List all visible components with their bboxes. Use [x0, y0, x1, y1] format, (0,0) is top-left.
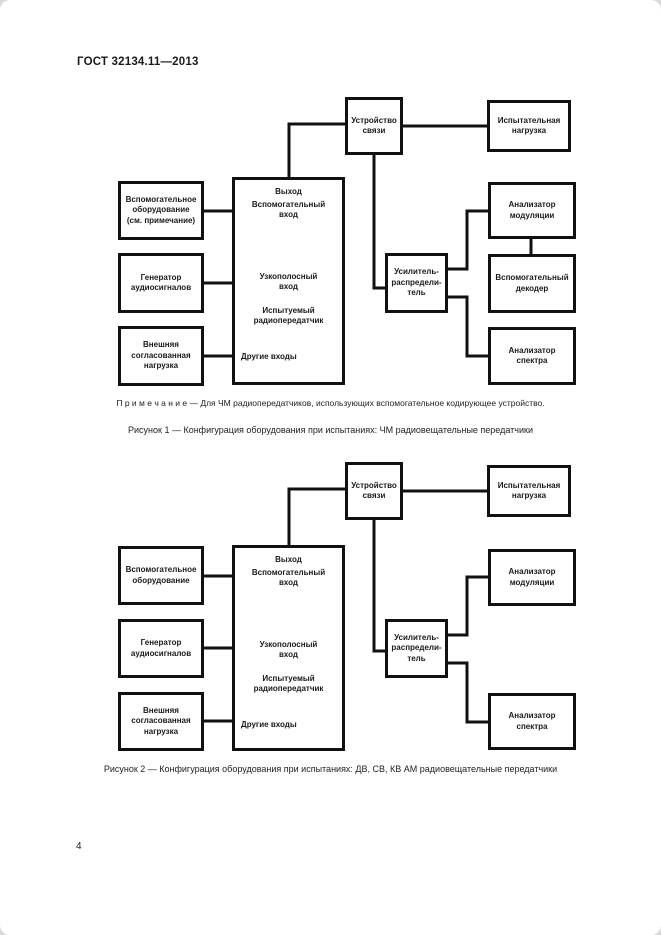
f1-label-narrowband-input: Узкополосный вход — [259, 272, 318, 292]
f2-label-aux-input: Вспомогательный вход — [251, 568, 326, 588]
f1-box-modulation-analyzer: Анализатор модуляции — [488, 182, 576, 239]
f2-box-coupling-device: Устройство связи — [345, 462, 403, 520]
f1-box-spectrum-analyzer: Анализатор спектра — [488, 327, 576, 385]
f2-line-coupling-transmitter-top — [287, 487, 345, 546]
f1-label-device-under-test: Испытуемый радиопередатчик — [253, 306, 324, 326]
f1-box-external-matched-load: Внешняя согласованная нагрузка — [118, 326, 204, 386]
f1-box-aux-equipment: Вспомогательное оборудование (см. примеч… — [118, 181, 204, 240]
f1-box-amplifier-distributor: Усилитель- распредели- тель — [385, 253, 448, 313]
f2-label-other-inputs: Другие входы — [241, 720, 297, 729]
f1-box-audio-generator: Генератор аудиосигналов — [118, 253, 204, 313]
f1-label-output: Выход — [275, 187, 302, 196]
f1-box-transmitter-under-test: Выход Вспомогательный вход Узкополосный … — [232, 177, 345, 385]
f1-line-amplifier-specanalyzer — [447, 295, 489, 358]
f2-box-transmitter-under-test: Выход Вспомогательный вход Узкополосный … — [232, 545, 345, 751]
f2-line-amplifier-specanalyzer — [447, 661, 489, 724]
f2-box-test-load: Испытательная нагрузка — [487, 465, 571, 517]
f1-line-coupling-transmitter-top — [287, 122, 345, 179]
figure1-note: П р и м е ч а н и е — Для ЧМ радиопереда… — [116, 398, 545, 408]
f2-box-aux-equipment: Вспомогательное оборудование — [118, 546, 204, 605]
f2-box-modulation-analyzer: Анализатор модуляции — [488, 549, 576, 606]
figure2-caption: Рисунок 2 — Конфигурация оборудования пр… — [103, 764, 558, 774]
f1-line-amplifier-modanalyzer — [447, 209, 489, 271]
f2-box-spectrum-analyzer: Анализатор спектра — [488, 693, 576, 750]
f1-box-test-load: Испытательная нагрузка — [487, 100, 571, 152]
f2-box-audio-generator: Генератор аудиосигналов — [118, 619, 204, 678]
f2-box-amplifier-distributor: Усилитель- распредели- тель — [385, 619, 448, 678]
page-number: 4 — [76, 841, 82, 852]
f1-label-aux-input: Вспомогательный вход — [251, 200, 326, 220]
f1-box-aux-decoder: Вспомогательный декодер — [488, 254, 576, 313]
f2-label-output: Выход — [275, 555, 302, 564]
figure1-caption: Рисунок 1 — Конфигурация оборудования пр… — [128, 425, 533, 435]
f2-label-device-under-test: Испытуемый радиопередатчик — [253, 674, 324, 694]
document-header: ГОСТ 32134.11—2013 — [77, 56, 199, 68]
f2-label-narrowband-input: Узкополосный вход — [259, 640, 318, 660]
f1-box-coupling-device: Устройство связи — [345, 97, 403, 155]
f2-line-amplifier-modanalyzer — [447, 575, 489, 637]
f1-label-other-inputs: Другие входы — [241, 352, 297, 361]
f2-box-external-matched-load: Внешняя согласованная нагрузка — [118, 692, 204, 751]
